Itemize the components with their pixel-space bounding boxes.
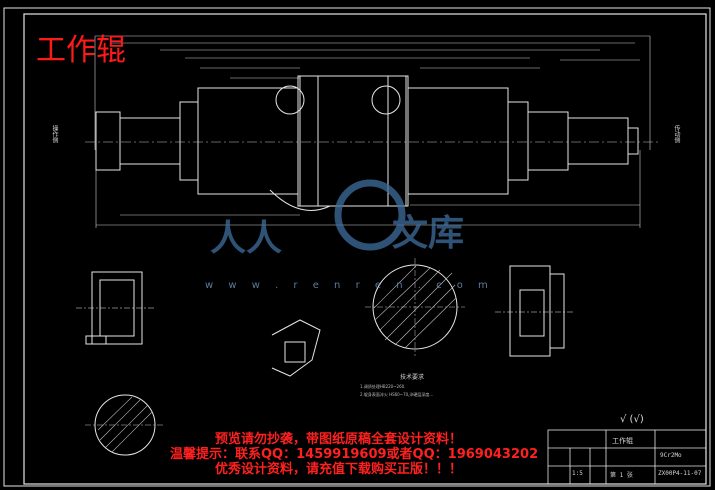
note-line-2: 2.辊身表面淬火 HS60~70,淬硬层深度...	[360, 392, 434, 397]
side-label-left: 操作侧	[51, 125, 58, 143]
watermark-logo: 人人 文库	[210, 179, 464, 259]
promo-line-2: 温馨提示：联系QQ：1459919609或者QQ：1969043202	[170, 447, 539, 462]
circular-section-view	[365, 258, 465, 356]
svg-text:文库: 文库	[392, 213, 464, 254]
bottom-left-circle-section	[85, 394, 165, 456]
title-block-material: 9Cr2Mo	[660, 452, 682, 459]
drawing-title: 工作辊	[36, 33, 126, 68]
title-block-part-name: 工作辊	[612, 437, 633, 445]
watermark-url: w w w . r e n r e n . c o m	[205, 280, 494, 291]
promo-line-3: 优秀设计资料，请充值下载购买正版！！！	[215, 462, 463, 477]
promo-line-1: 预览请勿抄袭，带图纸原稿全套设计资料！	[215, 432, 463, 447]
right-detail-view	[495, 265, 575, 357]
roughness-symbol: √ (√)	[620, 414, 644, 425]
title-block	[547, 429, 707, 485]
broken-partial-view	[271, 319, 321, 377]
main-roll-view	[95, 75, 639, 211]
note-line-1: 1.调质处理HB220~260.	[360, 384, 406, 389]
inner-frame	[23, 13, 707, 485]
left-section-view	[76, 271, 156, 345]
title-block-scale: 1:5	[572, 470, 583, 477]
side-label-right: 传动侧	[673, 125, 680, 143]
title-block-sheet: 第 1 张	[610, 472, 633, 479]
bottom-dimension-lines	[95, 150, 641, 228]
top-dimension-lines	[94, 35, 651, 150]
outer-border	[3, 7, 711, 487]
notes-title: 技术要求	[400, 374, 425, 381]
svg-text:人人: 人人	[210, 218, 282, 259]
title-block-drawing-no: ZX00P4-11-07	[658, 470, 702, 477]
